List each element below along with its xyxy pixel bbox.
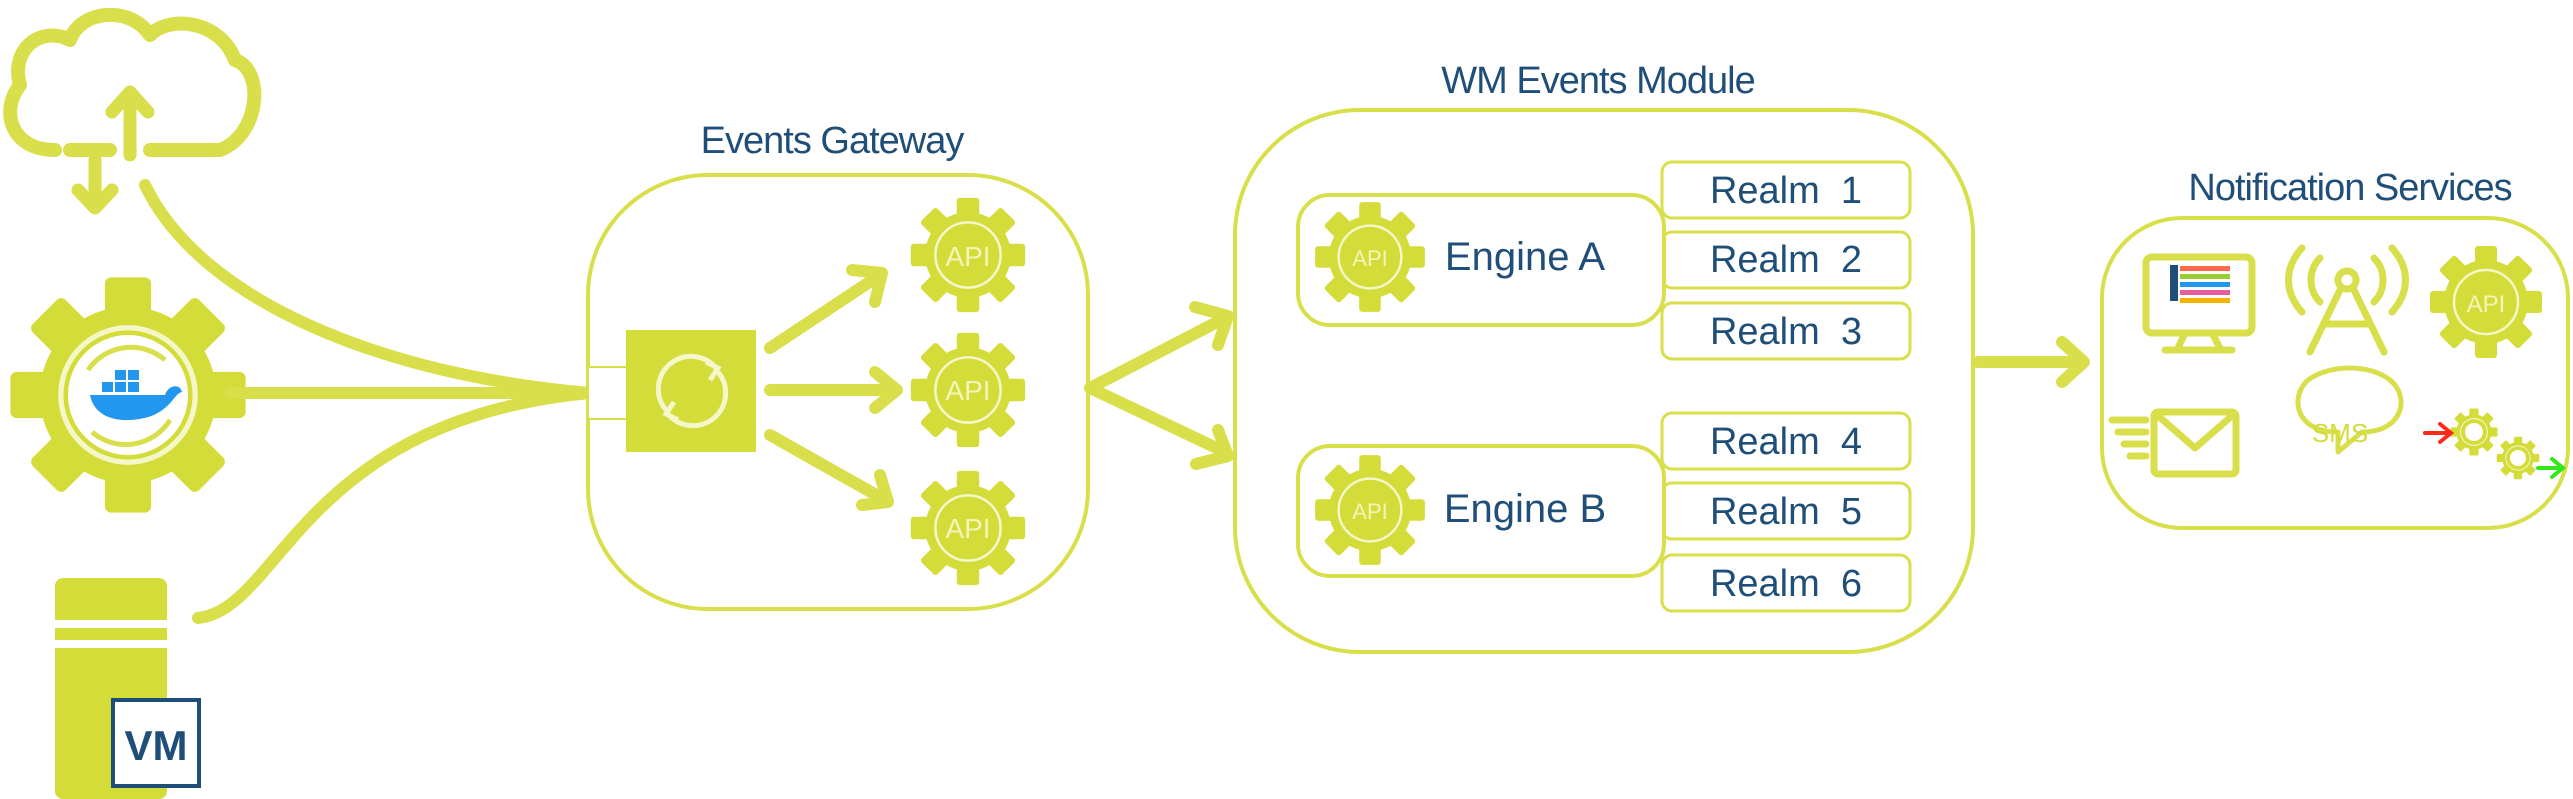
notifications-title: Notification Services xyxy=(2188,167,2511,209)
gateway-arrows xyxy=(764,264,903,511)
realm-2-label: Realm 2 xyxy=(1710,239,1862,281)
engine-a-api-label: API xyxy=(1352,246,1387,271)
gateway-to-module-arrows xyxy=(1084,301,1234,470)
realm-box xyxy=(1660,301,1912,361)
api-gear-icon: API xyxy=(909,196,1027,314)
gateway-title: Events Gateway xyxy=(701,120,965,162)
engine-b-group: Realm 4 Realm 5 Realm 6 API Engine B xyxy=(1296,411,1912,613)
sync-icon xyxy=(626,330,756,452)
source-connectors xyxy=(139,179,596,624)
api-gear-icon: API xyxy=(2428,244,2544,360)
realm-box xyxy=(1660,553,1912,613)
engine-a-label: Engine A xyxy=(1445,235,1605,279)
antenna-icon xyxy=(2285,244,2409,356)
module-to-notifications-arrow xyxy=(1972,336,2090,388)
sms-bubble-icon: SMS xyxy=(2295,365,2404,455)
realm-4-label: Realm 4 xyxy=(1710,421,1862,463)
gateway-api-label-1: API xyxy=(945,241,990,272)
realm-6-label: Realm 6 xyxy=(1710,563,1862,605)
gateway-api-label-3: API xyxy=(945,513,990,544)
sms-label: SMS xyxy=(2312,418,2368,448)
api-gear-icon: API xyxy=(1313,453,1427,567)
monitor-icon xyxy=(2142,253,2256,354)
vm-label: VM xyxy=(125,722,188,769)
vm-server-icon: VM xyxy=(55,578,201,799)
engine-a-group: Realm 1 Realm 2 Realm 3 API Engine A xyxy=(1296,160,1912,361)
mail-icon xyxy=(2108,408,2240,478)
realm-3-label: Realm 3 xyxy=(1710,311,1862,353)
api-gear-icon: API xyxy=(1313,200,1427,314)
gears-flow-icon xyxy=(2423,407,2567,480)
api-gear-icon: API xyxy=(909,469,1027,587)
notifications-api-label: API xyxy=(2467,291,2506,318)
api-gear-icon: API xyxy=(909,331,1027,449)
realm-box xyxy=(1660,160,1912,220)
engine-b-label: Engine B xyxy=(1444,487,1606,531)
realm-1-label: Realm 1 xyxy=(1710,170,1862,212)
engine-b-api-label: API xyxy=(1352,499,1387,524)
docker-gear-icon xyxy=(10,277,245,512)
cloud-sync-icon xyxy=(3,7,262,215)
realm-5-label: Realm 5 xyxy=(1710,491,1862,533)
gateway-api-label-2: API xyxy=(945,375,990,406)
realm-box xyxy=(1660,411,1912,471)
module-title: WM Events Module xyxy=(1441,60,1754,102)
